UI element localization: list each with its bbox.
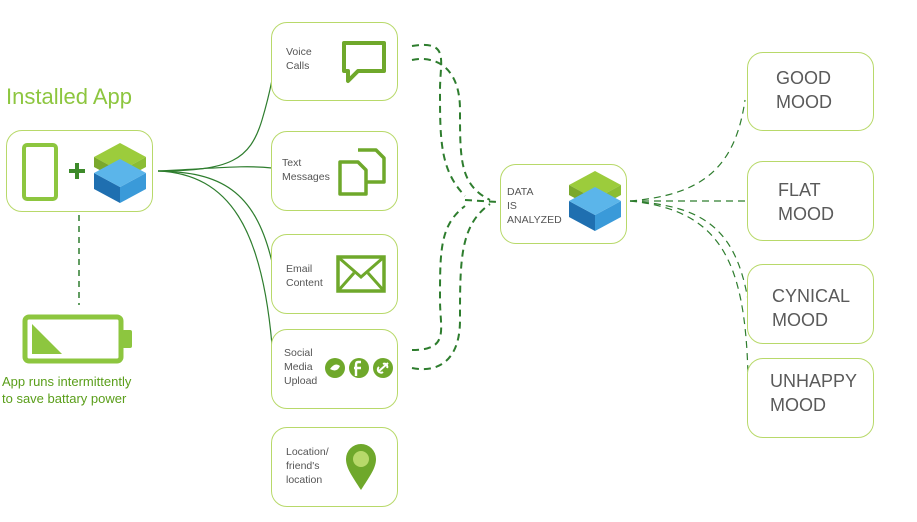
connector-analysis-good bbox=[629, 99, 746, 202]
analysis-label: DATA IS ANALYZED bbox=[507, 186, 562, 226]
mood-label: GOOD MOOD bbox=[776, 68, 832, 112]
plus-icon bbox=[69, 163, 85, 179]
connector-app-voice bbox=[157, 79, 273, 172]
source-social-media: Social Media Upload bbox=[271, 329, 398, 409]
documents-icon bbox=[338, 148, 386, 196]
source-text-messages: Text Messages bbox=[271, 131, 398, 211]
brace-upper bbox=[411, 43, 466, 197]
connector-app-social bbox=[157, 170, 273, 346]
installed-app-title: Installed App bbox=[6, 84, 132, 109]
connector-app-text bbox=[157, 166, 273, 172]
mood-good: GOOD MOOD bbox=[747, 52, 874, 131]
envelope-icon bbox=[336, 255, 386, 293]
mood-label: FLAT MOOD bbox=[778, 180, 834, 224]
data-cube-icon bbox=[569, 171, 621, 231]
analysis-box: DATA IS ANALYZED bbox=[500, 164, 627, 244]
mood-unhappy: UNHAPPY MOOD bbox=[747, 358, 874, 438]
phone-icon bbox=[22, 143, 58, 201]
location-pin-icon bbox=[346, 444, 376, 490]
source-label: Location/ friend's location bbox=[286, 446, 329, 486]
battery-icon bbox=[22, 314, 132, 364]
brace-lower bbox=[411, 205, 466, 351]
source-label: Text Messages bbox=[282, 157, 330, 183]
installed-app-box bbox=[6, 130, 153, 212]
source-label: Social Media Upload bbox=[284, 347, 318, 387]
source-location: Location/ friend's location bbox=[271, 427, 398, 507]
social-icons bbox=[325, 358, 393, 378]
mood-flat: FLAT MOOD bbox=[747, 161, 874, 241]
link-icon bbox=[373, 358, 393, 378]
connector-analysis-unhappy bbox=[629, 200, 749, 376]
brace-tip bbox=[464, 199, 499, 203]
battery-caption: App runs intermittently to save battary … bbox=[2, 374, 132, 406]
facebook-icon bbox=[349, 358, 369, 378]
app-icon-group bbox=[22, 143, 146, 203]
speech-bubble-icon bbox=[342, 41, 386, 83]
data-cube-icon bbox=[94, 143, 146, 203]
brace-upper-inner bbox=[411, 58, 491, 201]
source-email-content: Email Content bbox=[271, 234, 398, 314]
brace-lower-inner bbox=[411, 203, 491, 371]
twitter-icon bbox=[325, 358, 345, 378]
source-voice-calls: Voice Calls bbox=[271, 22, 398, 101]
connector-app-email bbox=[157, 170, 273, 263]
mood-cynical: CYNICAL MOOD bbox=[747, 264, 874, 344]
source-label: Voice Calls bbox=[286, 46, 312, 72]
mood-label: CYNICAL MOOD bbox=[772, 286, 851, 330]
connector-analysis-cynical bbox=[629, 200, 749, 301]
source-label: Email Content bbox=[286, 263, 323, 289]
mood-label: UNHAPPY MOOD bbox=[770, 371, 858, 415]
